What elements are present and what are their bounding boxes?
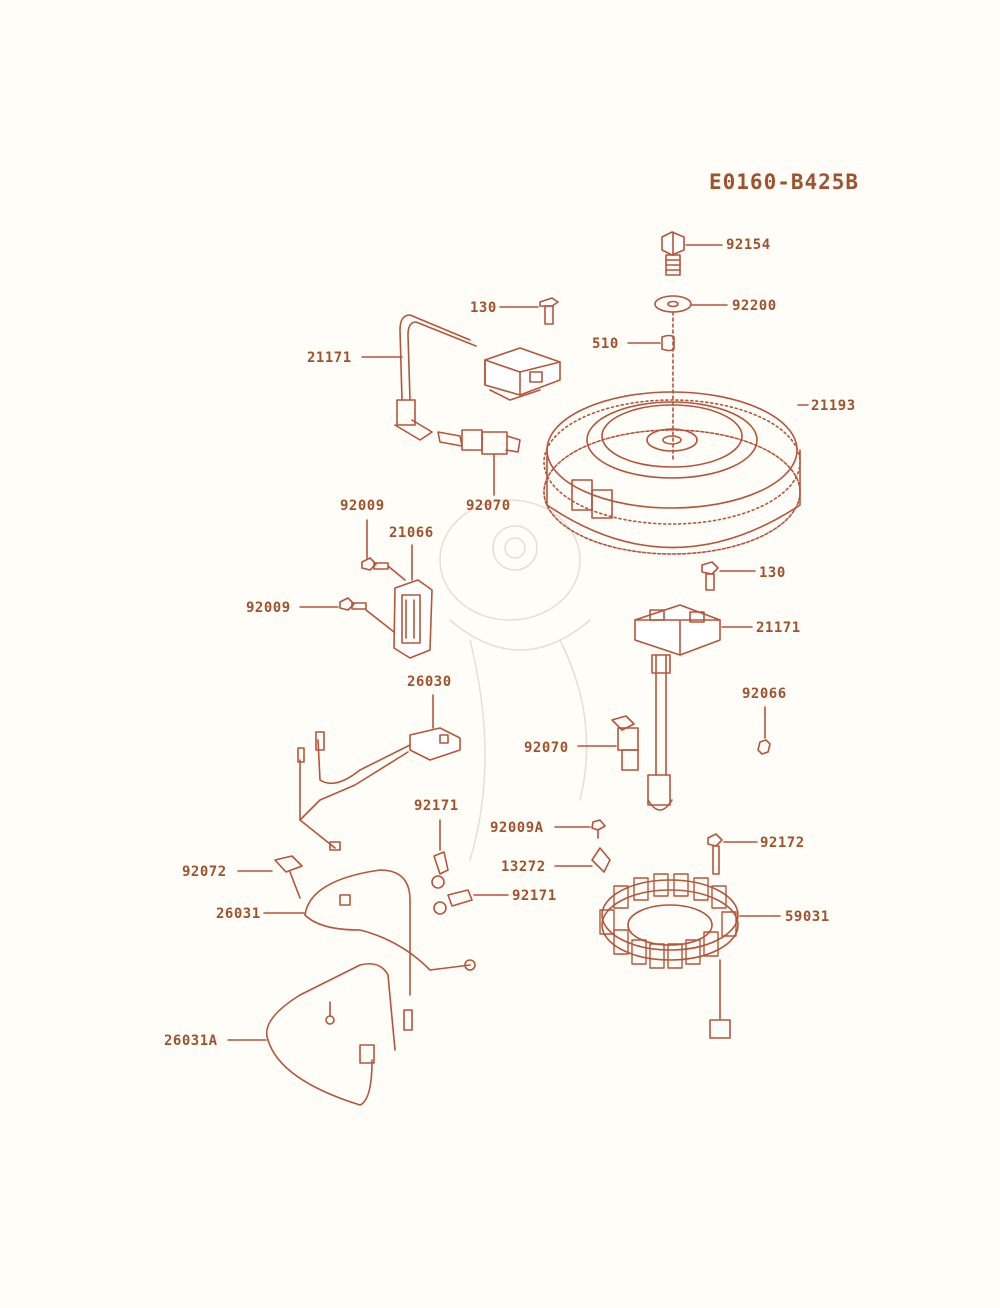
callout-26031[interactable]: 26031 (216, 906, 261, 922)
bolt-92009-a[interactable] (361, 519, 406, 581)
callout-21171-top[interactable]: 21171 (307, 350, 352, 366)
callout-26031A[interactable]: 26031A (164, 1033, 218, 1049)
harness-26030[interactable] (297, 694, 461, 851)
washer-92200[interactable] (654, 295, 728, 313)
watermark (439, 499, 591, 861)
clamp-92072[interactable] (237, 855, 303, 899)
callout-92066[interactable]: 92066 (742, 686, 787, 702)
callout-13272[interactable]: 13272 (501, 859, 546, 875)
plate-13272[interactable] (554, 847, 611, 873)
bolt-130-mid[interactable] (701, 561, 756, 591)
ignition-coil-21171-mid[interactable] (634, 604, 753, 811)
callout-21171-mid[interactable]: 21171 (756, 620, 801, 636)
bolt-92154[interactable] (661, 231, 723, 276)
callout-92072[interactable]: 92072 (182, 864, 227, 880)
bolt-130-top[interactable] (499, 297, 559, 325)
callout-92070-top[interactable]: 92070 (466, 498, 511, 514)
callout-92154[interactable]: 92154 (726, 237, 771, 253)
bolt-92009-b[interactable] (299, 597, 395, 633)
regulator-21066[interactable] (393, 544, 433, 659)
callout-510[interactable]: 510 (592, 336, 619, 352)
callout-92172[interactable]: 92172 (760, 835, 805, 851)
callout-21066[interactable]: 21066 (389, 525, 434, 541)
callout-92200[interactable]: 92200 (732, 298, 777, 314)
harness-26031A[interactable] (227, 962, 413, 1106)
stator-59031[interactable] (599, 873, 781, 1039)
nut-92066[interactable] (757, 706, 771, 755)
clamp-92171-a[interactable] (431, 819, 449, 889)
flywheel-21193[interactable] (543, 391, 809, 555)
callout-26030[interactable]: 26030 (407, 674, 452, 690)
key-510[interactable] (627, 334, 675, 352)
callout-59031[interactable]: 59031 (785, 909, 830, 925)
screw-92172[interactable] (707, 833, 758, 875)
harness-26031[interactable] (263, 869, 476, 996)
callout-92009-b[interactable]: 92009 (246, 600, 291, 616)
ignition-coil-21171-top[interactable] (361, 314, 561, 441)
callout-130-top[interactable]: 130 (470, 300, 497, 316)
spark-plug-92070-mid[interactable] (577, 715, 639, 771)
diagram-id: E0160-B425B (709, 170, 860, 194)
clamp-92171-b[interactable] (433, 889, 509, 915)
screw-92009A[interactable] (554, 819, 606, 839)
callout-92009A[interactable]: 92009A (490, 820, 544, 836)
callout-92009-a[interactable]: 92009 (340, 498, 385, 514)
callout-92070-mid[interactable]: 92070 (524, 740, 569, 756)
callout-21193[interactable]: 21193 (811, 398, 856, 414)
callout-92171-a[interactable]: 92171 (414, 798, 459, 814)
spark-plug-92070-top[interactable] (437, 429, 521, 496)
callout-130-mid[interactable]: 130 (759, 565, 786, 581)
callout-92171-b[interactable]: 92171 (512, 888, 557, 904)
